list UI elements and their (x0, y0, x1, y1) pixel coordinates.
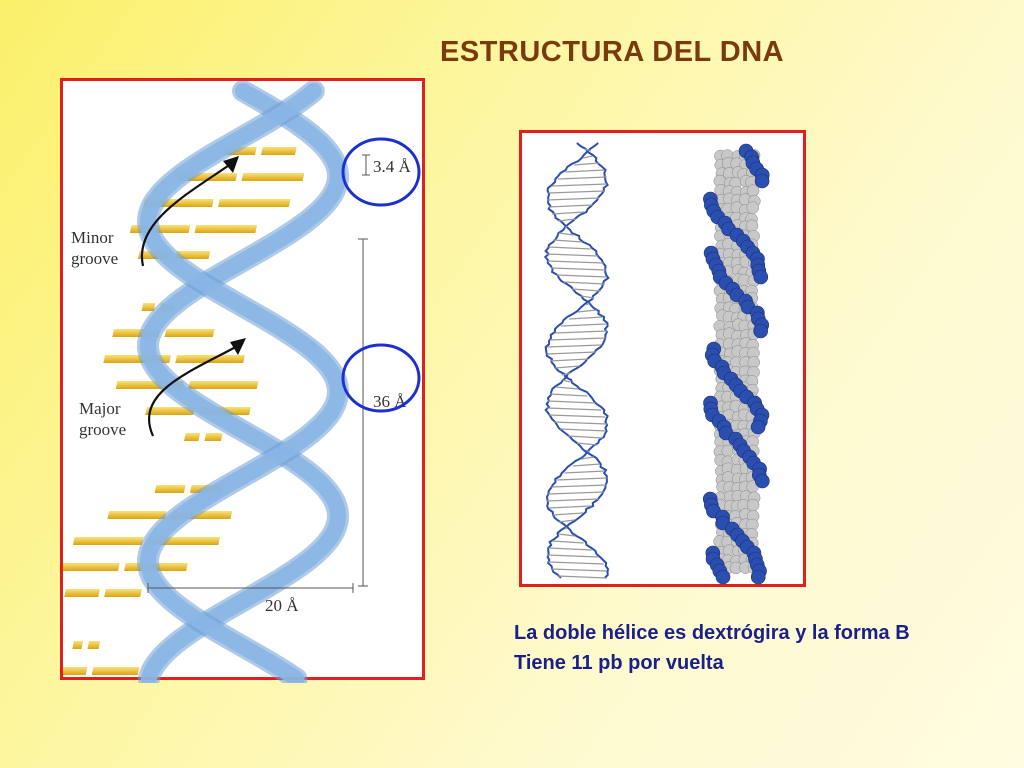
double-helix-diagram-panel: Minor groove Major groove 3.4 Å 36 Å 20 … (60, 78, 425, 680)
caption-line-1: La doble hélice es dextrógira y la forma… (514, 622, 910, 645)
pitch-label: 36 Å (373, 392, 407, 411)
stick-base-pair (554, 422, 607, 424)
stick-base-pair (552, 184, 607, 186)
base-pair (165, 329, 215, 337)
stick-base-pair (547, 408, 601, 410)
slide-title: ESTRUCTURA DEL DNA (440, 36, 784, 69)
stick-base-pair (553, 513, 584, 515)
width-label: 20 Å (265, 596, 299, 615)
base-pair (261, 147, 297, 155)
base-pair (242, 173, 305, 181)
stick-base-pair (547, 499, 598, 501)
base-pair (204, 433, 222, 441)
stick-base-pair (548, 261, 603, 263)
backbone-atom (751, 570, 765, 584)
stick-base-pair (574, 163, 599, 165)
backbone-atom (716, 570, 730, 584)
double-helix-diagram: Minor groove Major groove 3.4 Å 36 Å 20 … (63, 81, 428, 683)
base-pair (72, 641, 83, 649)
space-filling-model (703, 144, 769, 584)
stick-base-pair (550, 338, 606, 340)
stick-base-pair (554, 331, 607, 333)
base-pair (73, 537, 143, 545)
stick-base-pair (548, 205, 592, 207)
stick-base-pair (548, 191, 604, 193)
stick-base-pair (561, 324, 606, 326)
base-pair (104, 589, 142, 597)
stick-base-pair (551, 268, 606, 270)
stick-base-pair (566, 170, 605, 172)
backbone-atom (754, 324, 768, 338)
stick-base-pair (558, 177, 607, 179)
stick-base-pair (549, 415, 605, 417)
stick-base-pair (549, 247, 591, 249)
stick-base-pair (560, 429, 606, 431)
stick-base-pair (578, 310, 597, 312)
molecular-models (522, 133, 809, 590)
base-pair (63, 563, 120, 571)
stick-base-pair (552, 212, 585, 214)
stick-base-pair (548, 492, 604, 494)
stick-model (545, 143, 608, 578)
base-pair (63, 667, 87, 675)
stick-base-pair (547, 345, 601, 347)
pitch-dimension-line (358, 239, 368, 586)
base-pair (218, 199, 290, 207)
stick-base-pair (552, 541, 583, 543)
stick-base-pair (572, 289, 601, 291)
stick-base-pair (552, 569, 607, 571)
base-pair (195, 225, 257, 233)
backbone-atom (755, 474, 769, 488)
base-pair (155, 485, 186, 493)
backbone-atom (755, 174, 769, 188)
major-groove-label-line2: groove (79, 420, 126, 439)
stick-base-pair (550, 359, 588, 361)
stick-base-pair (547, 555, 599, 557)
minor-groove-label-line1: Minor (71, 228, 114, 247)
rise-dimension-line (362, 155, 370, 175)
stick-base-pair (556, 275, 606, 277)
base-pair (184, 433, 200, 441)
backbone-atom (751, 420, 765, 434)
stick-base-pair (547, 198, 599, 200)
stick-base-pair (553, 240, 582, 242)
base-atom (746, 220, 758, 232)
stick-base-pair (573, 464, 600, 466)
stick-base-pair (557, 576, 606, 578)
base-pair (87, 641, 100, 649)
base-pair (92, 667, 140, 675)
base-atom (747, 202, 759, 214)
major-groove-label-line1: Major (79, 399, 121, 418)
stick-base-pair (569, 317, 602, 319)
stick-base-pair (548, 562, 604, 564)
stick-base-pair (557, 478, 607, 480)
base-pair (107, 511, 166, 519)
base-pair (188, 381, 258, 389)
stick-base-pair (547, 254, 598, 256)
stick-base-pair (548, 401, 595, 403)
stick-base-pair (547, 352, 595, 354)
stick-base-pair (549, 506, 592, 508)
stick-base-pair (564, 471, 604, 473)
base-pair (64, 589, 100, 597)
stick-base-pair (563, 380, 570, 382)
major-groove-arrowhead (230, 338, 246, 355)
stick-base-pair (548, 548, 591, 550)
stick-base-pair (551, 485, 606, 487)
backbone-atom (754, 270, 768, 284)
molecular-model-panel (519, 130, 806, 587)
stick-base-pair (550, 394, 587, 396)
stick-base-pair (583, 156, 593, 158)
stick-base-pair (564, 282, 605, 284)
caption-line-2: Tiene 11 pb por vuelta (514, 652, 724, 675)
base-pair (175, 355, 245, 363)
rise-label: 3.4 Å (373, 157, 412, 176)
minor-groove-label-line2: groove (71, 249, 118, 268)
stick-base-pair (556, 387, 579, 389)
stick-base-pair (568, 436, 602, 438)
